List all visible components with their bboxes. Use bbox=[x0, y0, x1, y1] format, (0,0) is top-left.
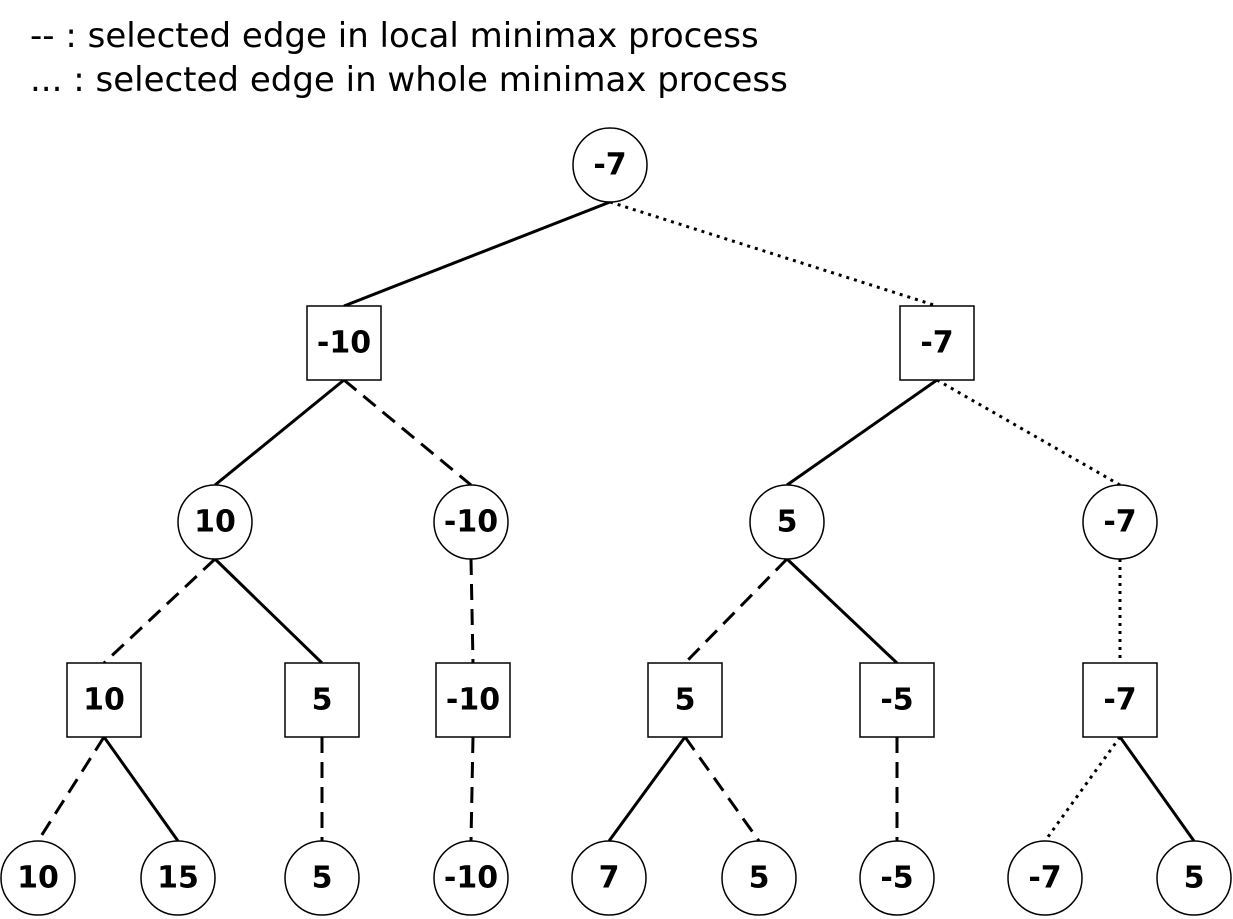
edge-L1b-L2d-dotted bbox=[936, 378, 1121, 487]
legend-line-local: -- : selected edge in local minimax proc… bbox=[30, 16, 759, 56]
circle-node-shape bbox=[1156, 840, 1232, 916]
circle-node-shape bbox=[433, 484, 509, 560]
circle-node-shape bbox=[140, 840, 216, 916]
max-node-L2d: -7 bbox=[1082, 484, 1158, 560]
edges-layer bbox=[36, 200, 1196, 842]
node-value-label: 5 bbox=[777, 505, 798, 540]
max-node-L4d: -10 bbox=[433, 840, 509, 916]
edge-L3d-L4e-solid bbox=[607, 736, 687, 842]
node-value-label: -7 bbox=[593, 148, 626, 183]
circle-node-shape bbox=[284, 840, 360, 916]
node-value-label: 7 bbox=[599, 861, 620, 896]
legend-line-whole: ... : selected edge in whole minimax pro… bbox=[30, 60, 788, 100]
max-node-L4c: 5 bbox=[284, 840, 360, 916]
max-node-root: -7 bbox=[572, 127, 648, 203]
max-node-L2b: -10 bbox=[433, 484, 509, 560]
node-value-label: -5 bbox=[880, 683, 913, 718]
node-value-label: -7 bbox=[1103, 683, 1136, 718]
node-value-label: -7 bbox=[1103, 505, 1136, 540]
node-value-label: -5 bbox=[880, 861, 913, 896]
circle-node-shape bbox=[571, 840, 647, 916]
edge-root-L1b-dotted bbox=[609, 200, 938, 308]
circle-node-shape bbox=[859, 840, 935, 916]
node-value-label: -7 bbox=[920, 326, 953, 361]
circle-node-shape bbox=[433, 840, 509, 916]
node-value-label: -10 bbox=[444, 861, 498, 896]
edge-L2c-L3e-solid bbox=[785, 557, 899, 665]
edge-L1b-L2c-solid bbox=[786, 378, 938, 487]
edge-L1a-L2b-dashed bbox=[343, 378, 472, 487]
min-node-L3c: -10 bbox=[435, 662, 511, 738]
node-value-label: 5 bbox=[749, 861, 770, 896]
circle-node-shape bbox=[721, 840, 797, 916]
edge-L2a-L3b-solid bbox=[213, 557, 324, 665]
square-node-shape bbox=[647, 662, 723, 738]
circle-node-shape bbox=[0, 840, 76, 916]
circle-node-shape bbox=[1082, 484, 1158, 560]
node-value-label: -10 bbox=[444, 505, 498, 540]
square-node-shape bbox=[306, 305, 382, 381]
circle-node-shape bbox=[1007, 840, 1083, 916]
min-node-L1b: -7 bbox=[899, 305, 975, 381]
square-node-shape bbox=[1082, 662, 1158, 738]
square-node-shape bbox=[859, 662, 935, 738]
node-value-label: -10 bbox=[317, 326, 371, 361]
node-value-label: 5 bbox=[675, 683, 696, 718]
circle-node-shape bbox=[572, 127, 648, 203]
edge-L3d-L4f-dashed bbox=[683, 736, 761, 842]
nodes-layer: -7 -10 -7 10 -10 5 -7 10 5 -10 5 -5 -7 10 15 5 -10 7 5 -5 -7… bbox=[0, 127, 1232, 916]
node-value-label: 10 bbox=[83, 683, 125, 718]
edge-L1a-L2a-solid bbox=[214, 378, 345, 487]
max-node-L2a: 10 bbox=[177, 484, 253, 560]
node-value-label: -10 bbox=[446, 683, 500, 718]
min-node-L3a: 10 bbox=[66, 662, 142, 738]
edge-L3c-L4d-dashed bbox=[469, 736, 475, 842]
max-node-L4a: 10 bbox=[0, 840, 76, 916]
square-node-shape bbox=[899, 305, 975, 381]
node-value-label: 10 bbox=[194, 505, 236, 540]
edge-L3a-L4b-solid bbox=[102, 736, 180, 842]
min-node-L1a: -10 bbox=[306, 305, 382, 381]
edge-L3a-L4a-dashed bbox=[36, 736, 106, 842]
node-value-label: 5 bbox=[312, 683, 333, 718]
square-node-shape bbox=[66, 662, 142, 738]
max-node-L4b: 15 bbox=[140, 840, 216, 916]
max-node-L2c: 5 bbox=[749, 484, 825, 560]
edge-L2b-L3c-dashed bbox=[469, 558, 475, 664]
edge-L2a-L3a-dashed bbox=[102, 557, 217, 665]
edge-L3f-L4h-dotted bbox=[1043, 736, 1122, 842]
edge-root-L1a-solid bbox=[343, 200, 611, 308]
max-node-L4g: -5 bbox=[859, 840, 935, 916]
circle-node-shape bbox=[177, 484, 253, 560]
node-value-label: 10 bbox=[17, 861, 59, 896]
min-node-L3e: -5 bbox=[859, 662, 935, 738]
min-node-L3f: -7 bbox=[1082, 662, 1158, 738]
node-value-label: -7 bbox=[1028, 861, 1061, 896]
circle-node-shape bbox=[749, 484, 825, 560]
node-value-label: 15 bbox=[157, 861, 199, 896]
legend: -- : selected edge in local minimax proc… bbox=[30, 14, 788, 102]
node-value-label: 5 bbox=[1184, 861, 1205, 896]
square-node-shape bbox=[284, 662, 360, 738]
min-node-L3b: 5 bbox=[284, 662, 360, 738]
edge-L3f-L4i-solid bbox=[1118, 736, 1196, 842]
max-node-L4i: 5 bbox=[1156, 840, 1232, 916]
square-node-shape bbox=[435, 662, 511, 738]
min-node-L3d: 5 bbox=[647, 662, 723, 738]
edge-L2c-L3d-dashed bbox=[683, 557, 789, 665]
max-node-L4f: 5 bbox=[721, 840, 797, 916]
max-node-L4e: 7 bbox=[571, 840, 647, 916]
max-node-L4h: -7 bbox=[1007, 840, 1083, 916]
node-value-label: 5 bbox=[312, 861, 333, 896]
